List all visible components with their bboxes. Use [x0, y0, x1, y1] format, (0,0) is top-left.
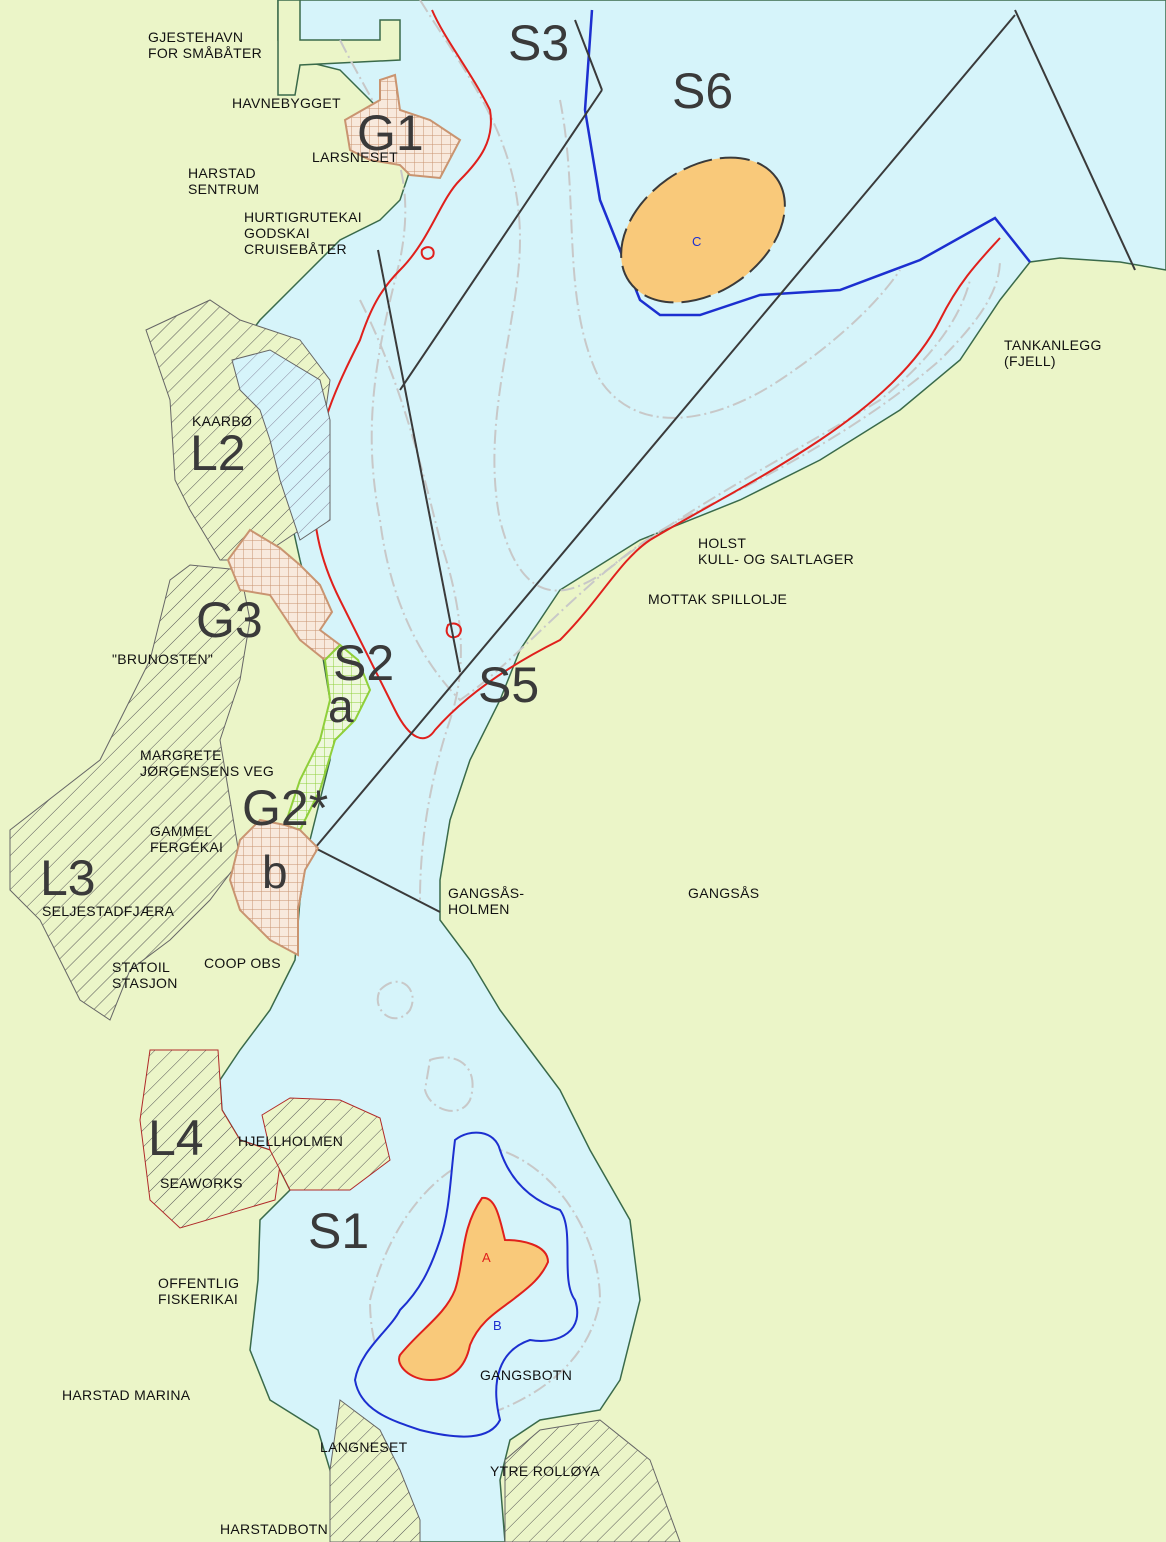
- place-coop: COOP OBS: [204, 955, 281, 971]
- place-seljestad: SELJESTADFJÆRA: [42, 903, 175, 919]
- place-gjestehavn: GJESTEHAVN: [148, 29, 243, 45]
- harbour-pier: [277, 0, 401, 96]
- place-tankanlegg: (FJELL): [1004, 353, 1056, 369]
- area-c: [620, 156, 786, 304]
- red-depth-contour: [312, 9, 1001, 740]
- place-gangsasholmen: GANGSÅS-: [448, 885, 524, 901]
- place-statoil: STASJON: [112, 975, 178, 991]
- place-gjestehavn: FOR SMÅBÅTER: [148, 45, 262, 61]
- place-harstad: HARSTAD: [188, 165, 256, 181]
- place-hurtigrutekai: GODSKAI: [244, 225, 310, 241]
- zone-label-s2: S2: [333, 635, 394, 691]
- zone-label-g2: G2*: [242, 780, 328, 836]
- area-g1: [343, 73, 462, 180]
- place-larsneset: LARSNESET: [312, 149, 398, 165]
- zone-label-s3: S3: [508, 15, 569, 71]
- place-harstadbotn: HARSTADBOTN: [220, 1521, 328, 1537]
- area-g2-b: [228, 818, 320, 957]
- area-l3: [9, 564, 251, 1021]
- place-offentlig: OFFENTLIG: [158, 1275, 239, 1291]
- place-gangsasholmen: HOLMEN: [448, 901, 510, 917]
- zone-label-s6: S6: [672, 63, 733, 119]
- place-brunosten: "BRUNOSTEN": [112, 651, 213, 667]
- zone-label-s5: S5: [478, 657, 539, 713]
- place-hurtigrutekai: HURTIGRUTEKAI: [244, 209, 362, 225]
- place-gammel-fergekai: GAMMEL: [150, 823, 212, 839]
- zone-label-l4: L4: [148, 1110, 204, 1166]
- place-havnebygget: HAVNEBYGGET: [232, 95, 341, 111]
- area-g2-a: [283, 643, 372, 832]
- area-label-a: A: [482, 1250, 491, 1265]
- blue-boundary-line: [583, 9, 1031, 317]
- place-offentlig: FISKERIKAI: [158, 1291, 238, 1307]
- place-tankanlegg: TANKANLEGG: [1004, 337, 1102, 353]
- zone-label-l2: L2: [190, 425, 246, 481]
- place-statoil: STATOIL: [112, 959, 170, 975]
- depth-contour: [339, 39, 1001, 702]
- area-l2-water: [231, 349, 331, 541]
- place-gangsas: GANGSÅS: [688, 885, 759, 901]
- depth-contour: [419, 0, 971, 592]
- zone-label-g2a: a: [328, 680, 354, 732]
- zone-lines: [314, 9, 1136, 913]
- place-hurtigrutekai: CRUISEBÅTER: [244, 241, 347, 257]
- place-kaarbo: KAARBØ: [192, 413, 252, 429]
- area-a: [398, 1196, 550, 1382]
- place-gammel-fergekai: FERGEKAI: [150, 839, 223, 855]
- zone-label-s1: S1: [308, 1203, 369, 1259]
- depth-contour: [423, 1056, 474, 1112]
- area-label-b: B: [493, 1318, 502, 1333]
- place-holst: KULL- OG SALTLAGER: [698, 551, 854, 567]
- depth-contour: [376, 980, 414, 1020]
- zone-label-l3: L3: [40, 850, 96, 906]
- place-harstad: SENTRUM: [188, 181, 259, 197]
- place-hjellholmen: HJELLHOLMEN: [238, 1133, 343, 1149]
- place-marina: HARSTAD MARINA: [62, 1387, 191, 1403]
- zone-label-g1: G1: [357, 105, 424, 161]
- red-depth-contour: [420, 246, 435, 260]
- zone-label-g3: G3: [196, 592, 263, 648]
- place-seaworks: SEAWORKS: [160, 1175, 243, 1191]
- place-ytre-rolloya: YTRE ROLLØYA: [490, 1463, 600, 1479]
- area-g3: [226, 528, 342, 662]
- depth-contour: [559, 99, 901, 419]
- area-label-c: C: [692, 234, 701, 249]
- area-l4-b: [261, 1097, 391, 1191]
- area-ytre-rolloya: [504, 1419, 681, 1542]
- zone-label-g2b: b: [262, 846, 288, 898]
- place-margrete: MARGRETE: [140, 747, 222, 763]
- area-harstadbotn: [329, 1399, 421, 1542]
- place-mottak: MOTTAK SPILLOLJE: [648, 591, 787, 607]
- red-depth-contour: [445, 622, 462, 639]
- place-gangsbotn: GANGSBOTN: [480, 1367, 572, 1383]
- place-holst: HOLST: [698, 535, 746, 551]
- place-margrete: JØRGENSENS VEG: [140, 763, 274, 779]
- place-langneset: LANGNESET: [320, 1439, 408, 1455]
